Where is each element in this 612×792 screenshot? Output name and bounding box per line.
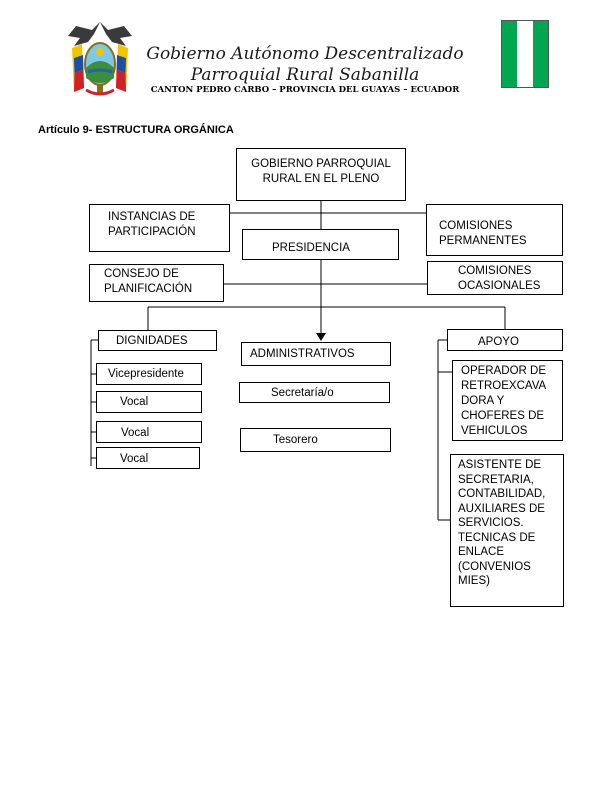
apoyo-box: APOYO (447, 329, 563, 351)
apoyo-label: APOYO (478, 336, 519, 348)
apoyo-item-label: OPERADOR DE RETROEXCAVA DORA Y CHOFERES … (461, 365, 546, 437)
gobierno-parroquial-label: GOBIERNO PARROQUIAL RURAL EN EL PLENO (251, 158, 391, 185)
header-title-line2: Parroquial Rural Sabanilla (190, 65, 420, 85)
consejo-planificacion-label: CONSEJO DE PLANIFICACIÓN (104, 268, 193, 295)
comisiones-permanentes-label: COMISIONES PERMANENTES (439, 220, 527, 247)
comisiones-ocasionales-label: COMISIONES OCASIONALES (458, 265, 541, 292)
administrativos-label: ADMINISTRATIVOS (250, 348, 355, 360)
instancias-participacion-box: INSTANCIAS DE PARTICIPACIÓN (89, 204, 230, 252)
consejo-planificacion-box: CONSEJO DE PLANIFICACIÓN (89, 264, 224, 302)
administrativos-box: ADMINISTRATIVOS (241, 342, 391, 366)
gobierno-parroquial-box: GOBIERNO PARROQUIAL RURAL EN EL PLENO (236, 148, 406, 201)
dignidad-item: Vocal (96, 391, 202, 413)
coat-of-arms-icon (64, 18, 136, 98)
presidencia-box: PRESIDENCIA (242, 229, 399, 260)
administrativo-item: Secretaría/o (239, 382, 390, 403)
instancias-participacion-label: INSTANCIAS DE PARTICIPACIÓN (108, 211, 196, 238)
dignidades-box: DIGNIDADES (98, 330, 217, 351)
comisiones-permanentes-box: COMISIONES PERMANENTES (426, 204, 563, 256)
header-title-line1: Gobierno Autónomo Descentralizado (146, 44, 464, 64)
dignidad-item-label: Vocal (120, 396, 149, 408)
comisiones-ocasionales-box: COMISIONES OCASIONALES (427, 261, 563, 295)
apoyo-item: ASISTENTE DE SECRETARIA, CONTABILIDAD, A… (450, 454, 564, 607)
dignidad-item: Vicepresidente (96, 363, 202, 385)
article-title: Artículo 9- ESTRUCTURA ORGÁNICA (38, 124, 234, 136)
dignidad-item-label: Vocal (121, 427, 150, 439)
flag-icon (501, 20, 549, 88)
apoyo-item: OPERADOR DE RETROEXCAVA DORA Y CHOFERES … (452, 360, 563, 441)
dignidad-item-label: Vicepresidente (108, 368, 184, 380)
dignidades-label: DIGNIDADES (116, 335, 188, 347)
administrativo-item-label: Tesorero (273, 434, 318, 446)
administrativo-item-label: Secretaría/o (271, 387, 334, 399)
dignidad-item: Vocal (96, 421, 202, 443)
header-subtitle: CANTON PEDRO CARBO – PROVINCIA DEL GUAYA… (150, 85, 460, 95)
administrativo-item: Tesorero (240, 428, 391, 452)
presidencia-label: PRESIDENCIA (272, 242, 350, 254)
dignidad-item-label: Vocal (120, 453, 149, 465)
apoyo-item-label: ASISTENTE DE SECRETARIA, CONTABILIDAD, A… (458, 459, 546, 587)
dignidad-item: Vocal (96, 447, 200, 469)
